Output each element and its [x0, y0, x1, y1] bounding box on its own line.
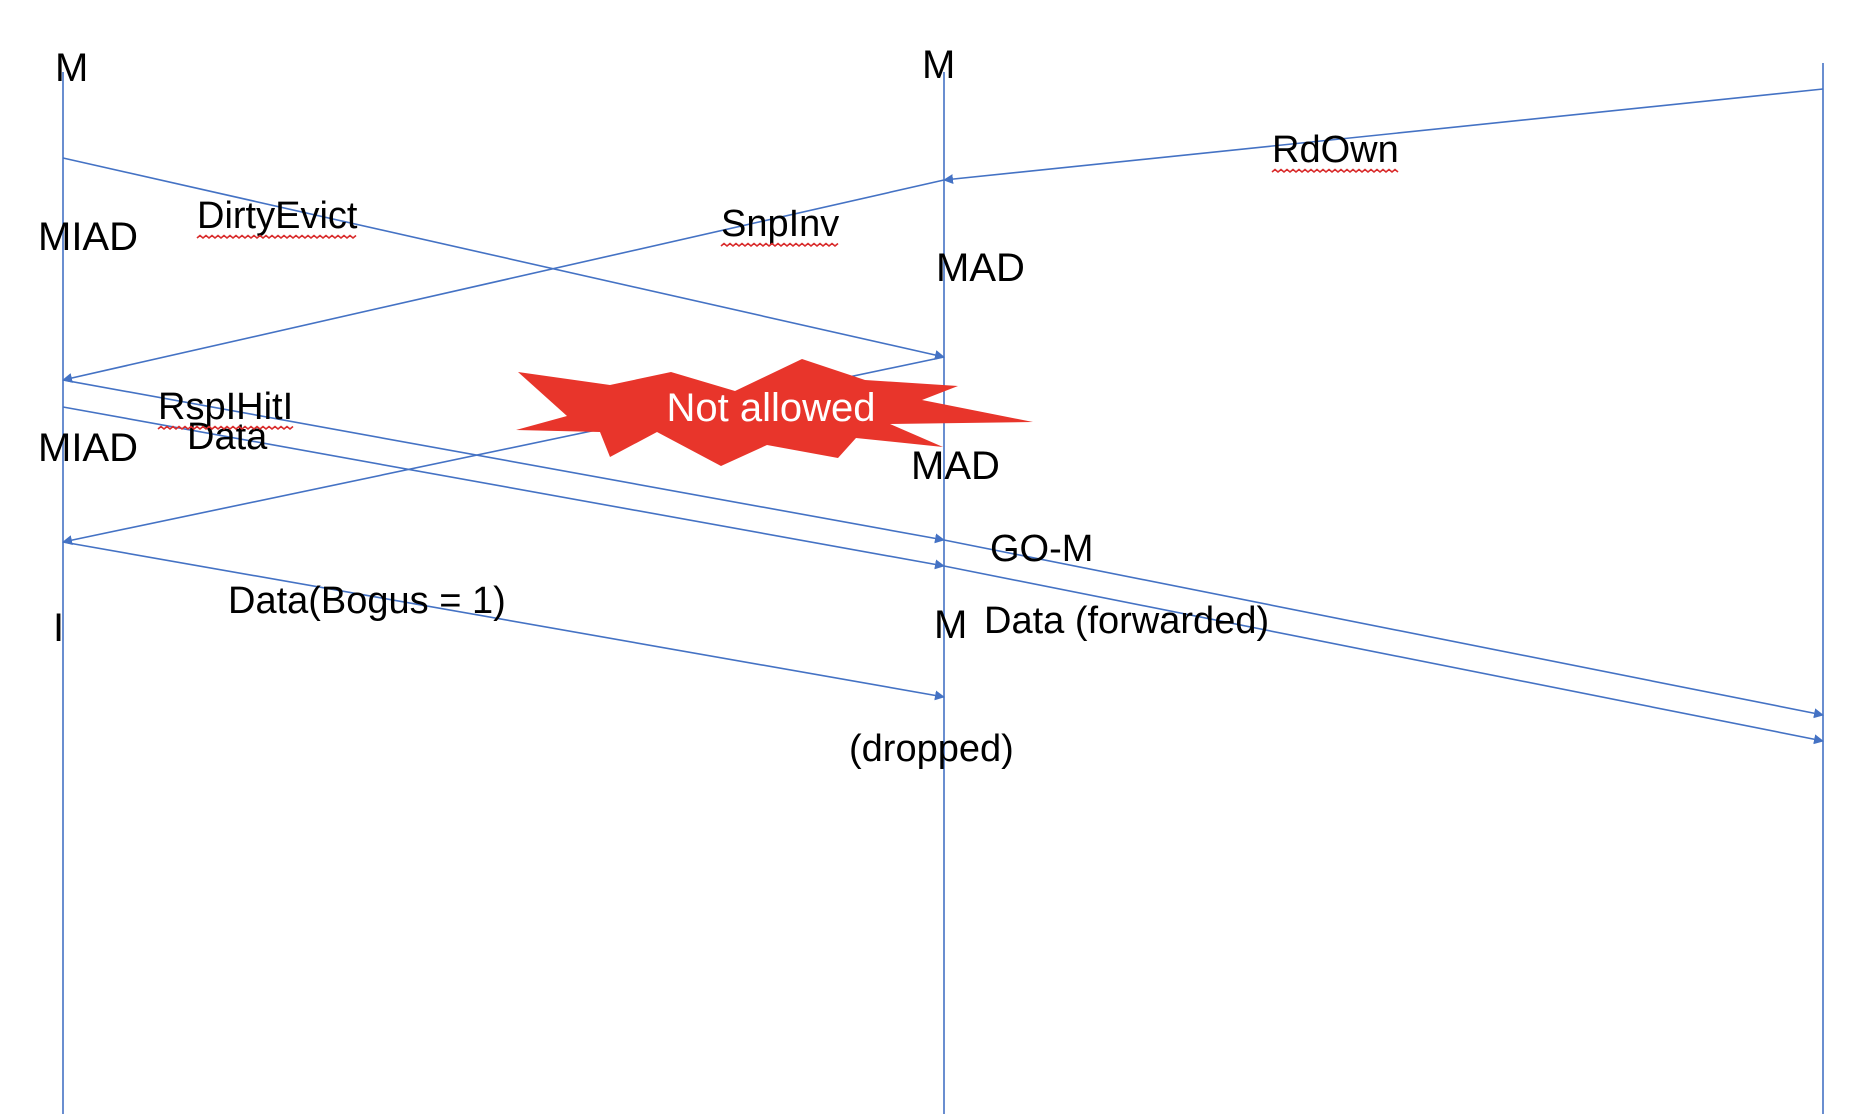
not-allowed-text: Not allowed	[666, 386, 875, 430]
arrow-rsplhiti	[62, 379, 945, 544]
state-agent1-final: I	[53, 606, 64, 650]
label-data: Data	[187, 416, 268, 458]
label-rdown: RdOwn	[1272, 129, 1399, 171]
label-data-forwarded: Data (forwarded)	[984, 600, 1269, 642]
label-rsplhiti: RspIHitI	[158, 386, 293, 428]
state-agent2-mad-1: MAD	[936, 246, 1025, 290]
state-agent1-initial: M	[55, 46, 88, 90]
label-gom: GO-M	[990, 528, 1093, 570]
arrow-data	[62, 406, 945, 570]
arrow-dirtyevict	[62, 157, 945, 360]
arrow-snpinv	[62, 179, 945, 383]
state-agent1-miad-1: MIAD	[38, 215, 138, 259]
label-snpinv: SnpInv	[721, 203, 839, 245]
spellcheck-squiggle-rdown	[1271, 168, 1399, 174]
spellcheck-squiggle-snpinv	[720, 242, 839, 248]
spellcheck-squiggle-rsplhiti	[157, 425, 294, 431]
state-agent2-initial: M	[922, 43, 955, 87]
state-agent2-final: M	[934, 603, 967, 647]
arrow-data-forwarded	[943, 565, 1824, 745]
state-agent1-miad-2: MIAD	[38, 426, 138, 470]
state-agent2-mad-2: MAD	[911, 444, 1000, 488]
label-dirtyevict: DirtyEvict	[197, 195, 358, 237]
not-allowed-burst	[516, 359, 1033, 466]
label-data-bogus: Data(Bogus = 1)	[228, 580, 506, 622]
arrow-gom	[943, 539, 1824, 719]
arrow-data-bogus	[62, 541, 945, 701]
spellcheck-squiggle-dirtyevict	[196, 234, 357, 240]
arrow-rdown	[943, 88, 1824, 185]
label-dropped: (dropped)	[849, 728, 1014, 770]
